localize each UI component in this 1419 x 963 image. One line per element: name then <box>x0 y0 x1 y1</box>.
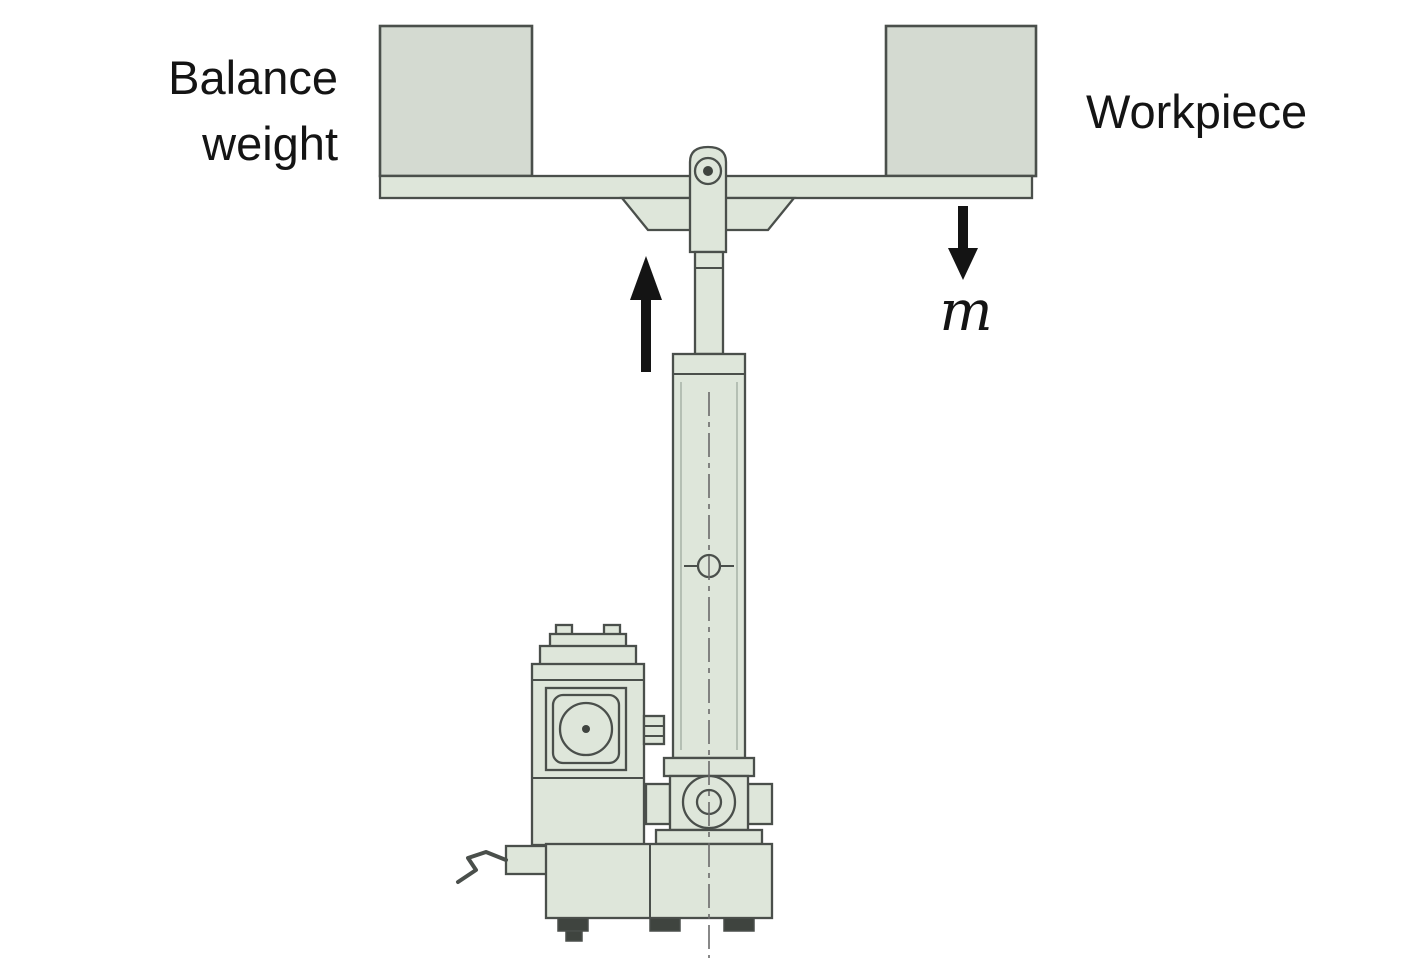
down-arrow-shaft <box>958 206 968 252</box>
foot-right <box>723 917 755 932</box>
pivot-pin <box>703 166 713 176</box>
balance-weight-block <box>378 24 534 178</box>
balance-weight-label-line2: weight <box>201 117 338 170</box>
trunnion-ear-right <box>746 782 774 826</box>
power-cable <box>456 850 508 884</box>
mass-symbol-label: m <box>939 279 992 344</box>
down-arrow-icon <box>948 248 978 280</box>
trunnion-ear-left <box>644 782 672 826</box>
foot-left <box>557 917 589 932</box>
balance-weight-label-line1: Balance <box>168 51 338 104</box>
base-box <box>544 842 774 920</box>
text-labels: Balance weight Workpiece m <box>168 51 1307 344</box>
beam-assembly <box>378 24 1038 254</box>
foot-stub <box>565 930 583 942</box>
motor-connector <box>642 714 666 746</box>
up-arrow-icon <box>630 256 662 300</box>
force-annotations <box>630 206 978 372</box>
up-arrow-shaft <box>641 296 651 372</box>
terminal-box <box>504 844 550 876</box>
workpiece-block <box>884 24 1038 178</box>
base-housing <box>456 842 774 942</box>
motor-unit <box>530 623 666 847</box>
motor-shaft-center <box>582 725 590 733</box>
workpiece-label: Workpiece <box>1086 85 1307 138</box>
foot-middle <box>649 917 681 932</box>
